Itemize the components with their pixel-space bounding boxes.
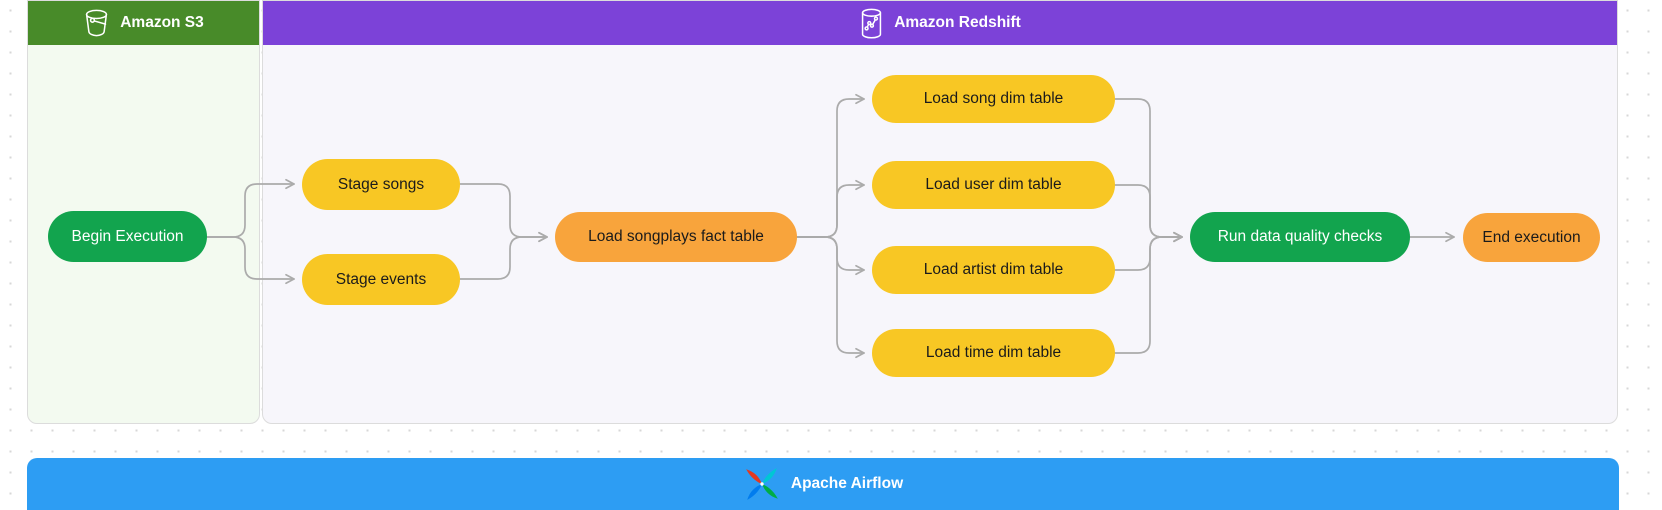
node-run-data-quality-checks[interactable]: Run data quality checks	[1190, 212, 1410, 262]
s3-group-title: Amazon S3	[120, 14, 204, 31]
node-label: Run data quality checks	[1217, 228, 1383, 245]
node-load-time-dim-table[interactable]: Load time dim table	[872, 329, 1115, 377]
node-load-songplays-fact-table[interactable]: Load songplays fact table	[555, 212, 797, 262]
redshift-database-icon	[859, 8, 884, 39]
airflow-pinwheel-icon	[743, 465, 781, 503]
node-label: Load songplays fact table	[588, 228, 764, 245]
node-label: Begin Execution	[71, 227, 184, 245]
redshift-group-header: Amazon Redshift	[263, 1, 1617, 45]
node-stage-events[interactable]: Stage events	[302, 254, 460, 305]
s3-bucket-icon	[83, 8, 110, 38]
node-begin-execution[interactable]: Begin Execution	[48, 211, 207, 262]
node-label: Stage events	[335, 270, 427, 288]
node-label: Load time dim table	[925, 344, 1062, 361]
s3-group-header: Amazon S3	[28, 1, 259, 45]
node-load-user-dim-table[interactable]: Load user dim table	[872, 161, 1115, 209]
node-load-artist-dim-table[interactable]: Load artist dim table	[872, 246, 1115, 294]
node-label: Stage songs	[337, 175, 425, 193]
node-end-execution[interactable]: End execution	[1463, 213, 1600, 262]
node-label: Load song dim table	[923, 90, 1064, 107]
node-stage-songs[interactable]: Stage songs	[302, 159, 460, 210]
airflow-group-header: Apache Airflow	[27, 458, 1619, 510]
node-load-song-dim-table[interactable]: Load song dim table	[872, 75, 1115, 123]
airflow-group-title: Apache Airflow	[790, 475, 904, 492]
node-label: Load user dim table	[925, 176, 1062, 193]
node-label: Load artist dim table	[923, 261, 1064, 278]
node-label: End execution	[1482, 228, 1581, 246]
redshift-group-title: Amazon Redshift	[894, 14, 1021, 31]
